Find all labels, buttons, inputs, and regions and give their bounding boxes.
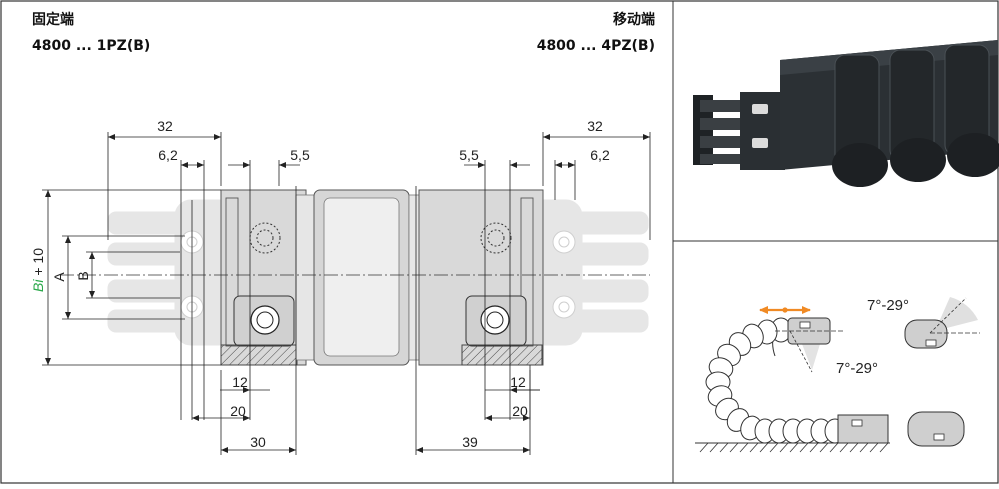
moving-end-title: 移动端 — [613, 12, 655, 28]
bi-suffix: + 10 — [30, 248, 46, 280]
dim-bi-plus-10: Bi + 10 — [30, 248, 46, 292]
drawing-left-panel: 32 6,2 5,5 32 6,2 5,5 Bi + 10 A B 12 20 … — [30, 118, 651, 455]
dim-right-32: 32 — [587, 118, 603, 134]
motion-diagram: 7°-29° 7°-29° — [695, 297, 980, 453]
product-photo — [674, 2, 999, 240]
dim-left-5-5: 5,5 — [290, 147, 310, 163]
angle-upper: 7°-29° — [867, 297, 909, 314]
dim-left-20: 20 — [230, 403, 246, 419]
moving-end-part-number: 4800 ... 4PZ(B) — [536, 38, 655, 54]
dim-right-39: 39 — [462, 434, 478, 450]
dim-left-30: 30 — [250, 434, 266, 450]
dim-b: B — [75, 271, 91, 280]
dim-left-6-2: 6,2 — [158, 147, 178, 163]
dim-right-5-5: 5,5 — [459, 147, 479, 163]
fixed-end-part-number: 4800 ... 1PZ(B) — [32, 38, 151, 54]
dim-left-12: 12 — [232, 374, 248, 390]
dim-left-32: 32 — [157, 118, 173, 134]
dim-right-12: 12 — [510, 374, 526, 390]
fixed-end-title: 固定端 — [32, 12, 74, 28]
dim-a: A — [51, 272, 67, 282]
dim-right-20: 20 — [512, 403, 528, 419]
angle-lower: 7°-29° — [836, 360, 878, 377]
dim-right-6-2: 6,2 — [590, 147, 610, 163]
bi-variable: Bi — [30, 279, 46, 292]
